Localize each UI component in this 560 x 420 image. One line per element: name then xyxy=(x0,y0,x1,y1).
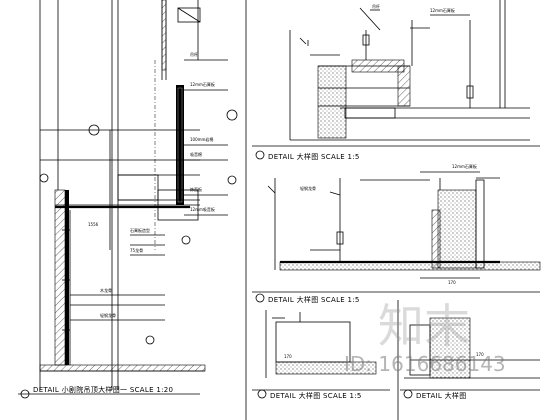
annotation-rm-2: 轻钢龙骨 xyxy=(300,185,316,191)
annotation-rt-2: 12mm石膏板 xyxy=(430,7,455,13)
annotation-rt-1: 吊杆 xyxy=(372,3,380,9)
annotation-keel: 100mm岩棉 xyxy=(190,136,213,142)
annotation-panel: 饰面板 xyxy=(190,186,202,192)
dimension-170-a: 170 xyxy=(448,280,456,285)
left-elevation-panel: 1556 吊杆 12mm石膏板 100mm岩棉 吸音棉 饰面板 12mm吸音板 … xyxy=(18,0,238,399)
dimension-170-c: 170 xyxy=(476,352,484,357)
caption-right-mid: DETAIL 大样图 SCALE 1:5 xyxy=(268,295,360,304)
caption-right-bottom-a: DETAIL 大样图 SCALE 1:5 xyxy=(270,391,362,400)
section-callout-icon xyxy=(226,109,238,121)
dimension-1556: 1556 xyxy=(88,222,99,227)
dimension-170-b: 170 xyxy=(284,354,292,359)
caption-right-top: DETAIL 大样图 SCALE 1:5 xyxy=(268,152,360,161)
right-bottom-detail: 170 DETAIL 大样图 SCALE 1:5 170 DETAIL 大样图 xyxy=(252,300,540,420)
caption-left: DETAIL 小剧院吊顶大样图一 SCALE 1:20 xyxy=(33,385,173,394)
annotation-wool: 吸音棉 xyxy=(190,151,202,157)
annotation-rm-1: 12mm石膏板 xyxy=(452,163,477,169)
annotation-hanger: 吊杆 xyxy=(190,51,198,57)
annotation-75: 75龙骨 xyxy=(130,247,143,253)
annotation-gypsum: 12mm石膏板 xyxy=(190,81,215,87)
right-top-detail: DETAIL 大样图 SCALE 1:5 吊杆 12mm石膏板 xyxy=(252,0,540,161)
annotation-absorb: 12mm吸音板 xyxy=(190,206,215,212)
annotation-wood: 木龙骨 xyxy=(100,287,112,293)
annotation-light-keel: 轻钢龙骨 xyxy=(100,312,116,318)
annotation-shape: 石膏板造型 xyxy=(130,227,150,233)
right-mid-detail: 170 12mm石膏板 轻钢龙骨 DETAIL 大样图 SCALE 1:5 xyxy=(252,163,541,304)
caption-right-bottom-b: DETAIL 大样图 xyxy=(416,391,467,400)
